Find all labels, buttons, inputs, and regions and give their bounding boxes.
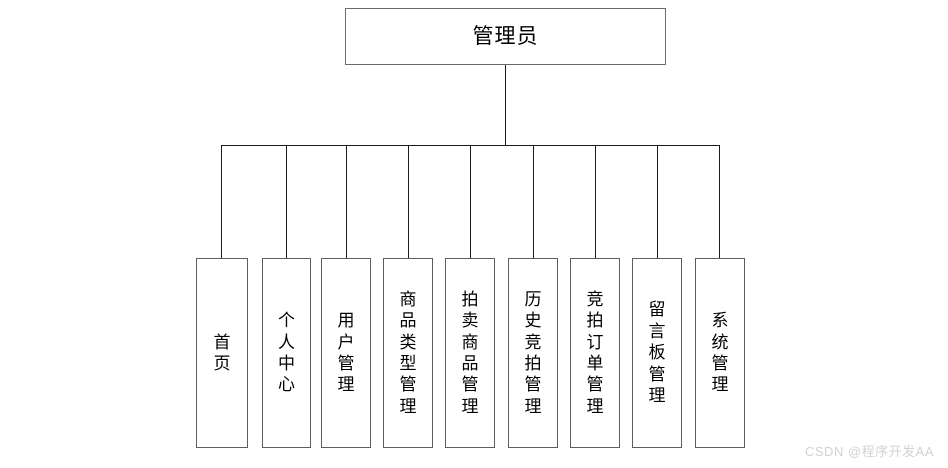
node-leaf-system-management[interactable]: 系统管理 (695, 258, 745, 448)
node-leaf-auction-product-management-label: 拍卖商品管理 (461, 289, 479, 416)
node-leaf-history-bidding-management[interactable]: 历史竞拍管理 (508, 258, 558, 448)
node-leaf-message-board-management[interactable]: 留言板管理 (632, 258, 682, 448)
node-leaf-history-bidding-management-label: 历史竞拍管理 (524, 289, 542, 416)
node-leaf-home[interactable]: 首页 (196, 258, 248, 448)
node-leaf-bidding-order-management[interactable]: 竞拍订单管理 (570, 258, 620, 448)
node-leaf-personal-center[interactable]: 个人中心 (262, 258, 311, 448)
node-leaf-message-board-management-label: 留言板管理 (648, 300, 666, 406)
connector-drop-2 (286, 145, 287, 258)
connector-drop-1 (221, 145, 222, 258)
node-leaf-product-type-management-label: 商品类型管理 (399, 289, 417, 416)
connector-drop-6 (533, 145, 534, 258)
node-root-admin[interactable]: 管理员 (345, 8, 666, 65)
connector-drop-4 (408, 145, 409, 258)
connector-drop-9 (719, 145, 720, 258)
connector-drop-8 (657, 145, 658, 258)
node-leaf-auction-product-management[interactable]: 拍卖商品管理 (445, 258, 495, 448)
node-leaf-system-management-label: 系统管理 (711, 311, 729, 395)
node-leaf-home-label: 首页 (213, 332, 231, 373)
connector-trunk (505, 65, 506, 145)
node-leaf-product-type-management[interactable]: 商品类型管理 (383, 258, 433, 448)
node-leaf-bidding-order-management-label: 竞拍订单管理 (586, 289, 604, 416)
watermark-text: CSDN @程序开发AA (805, 444, 934, 459)
node-root-admin-label: 管理员 (472, 25, 539, 48)
node-leaf-personal-center-label: 个人中心 (278, 311, 295, 395)
connector-drop-7 (595, 145, 596, 258)
connector-drop-5 (470, 145, 471, 258)
node-leaf-user-management-label: 用户管理 (337, 311, 355, 395)
connector-drop-3 (346, 145, 347, 258)
node-leaf-user-management[interactable]: 用户管理 (321, 258, 371, 448)
